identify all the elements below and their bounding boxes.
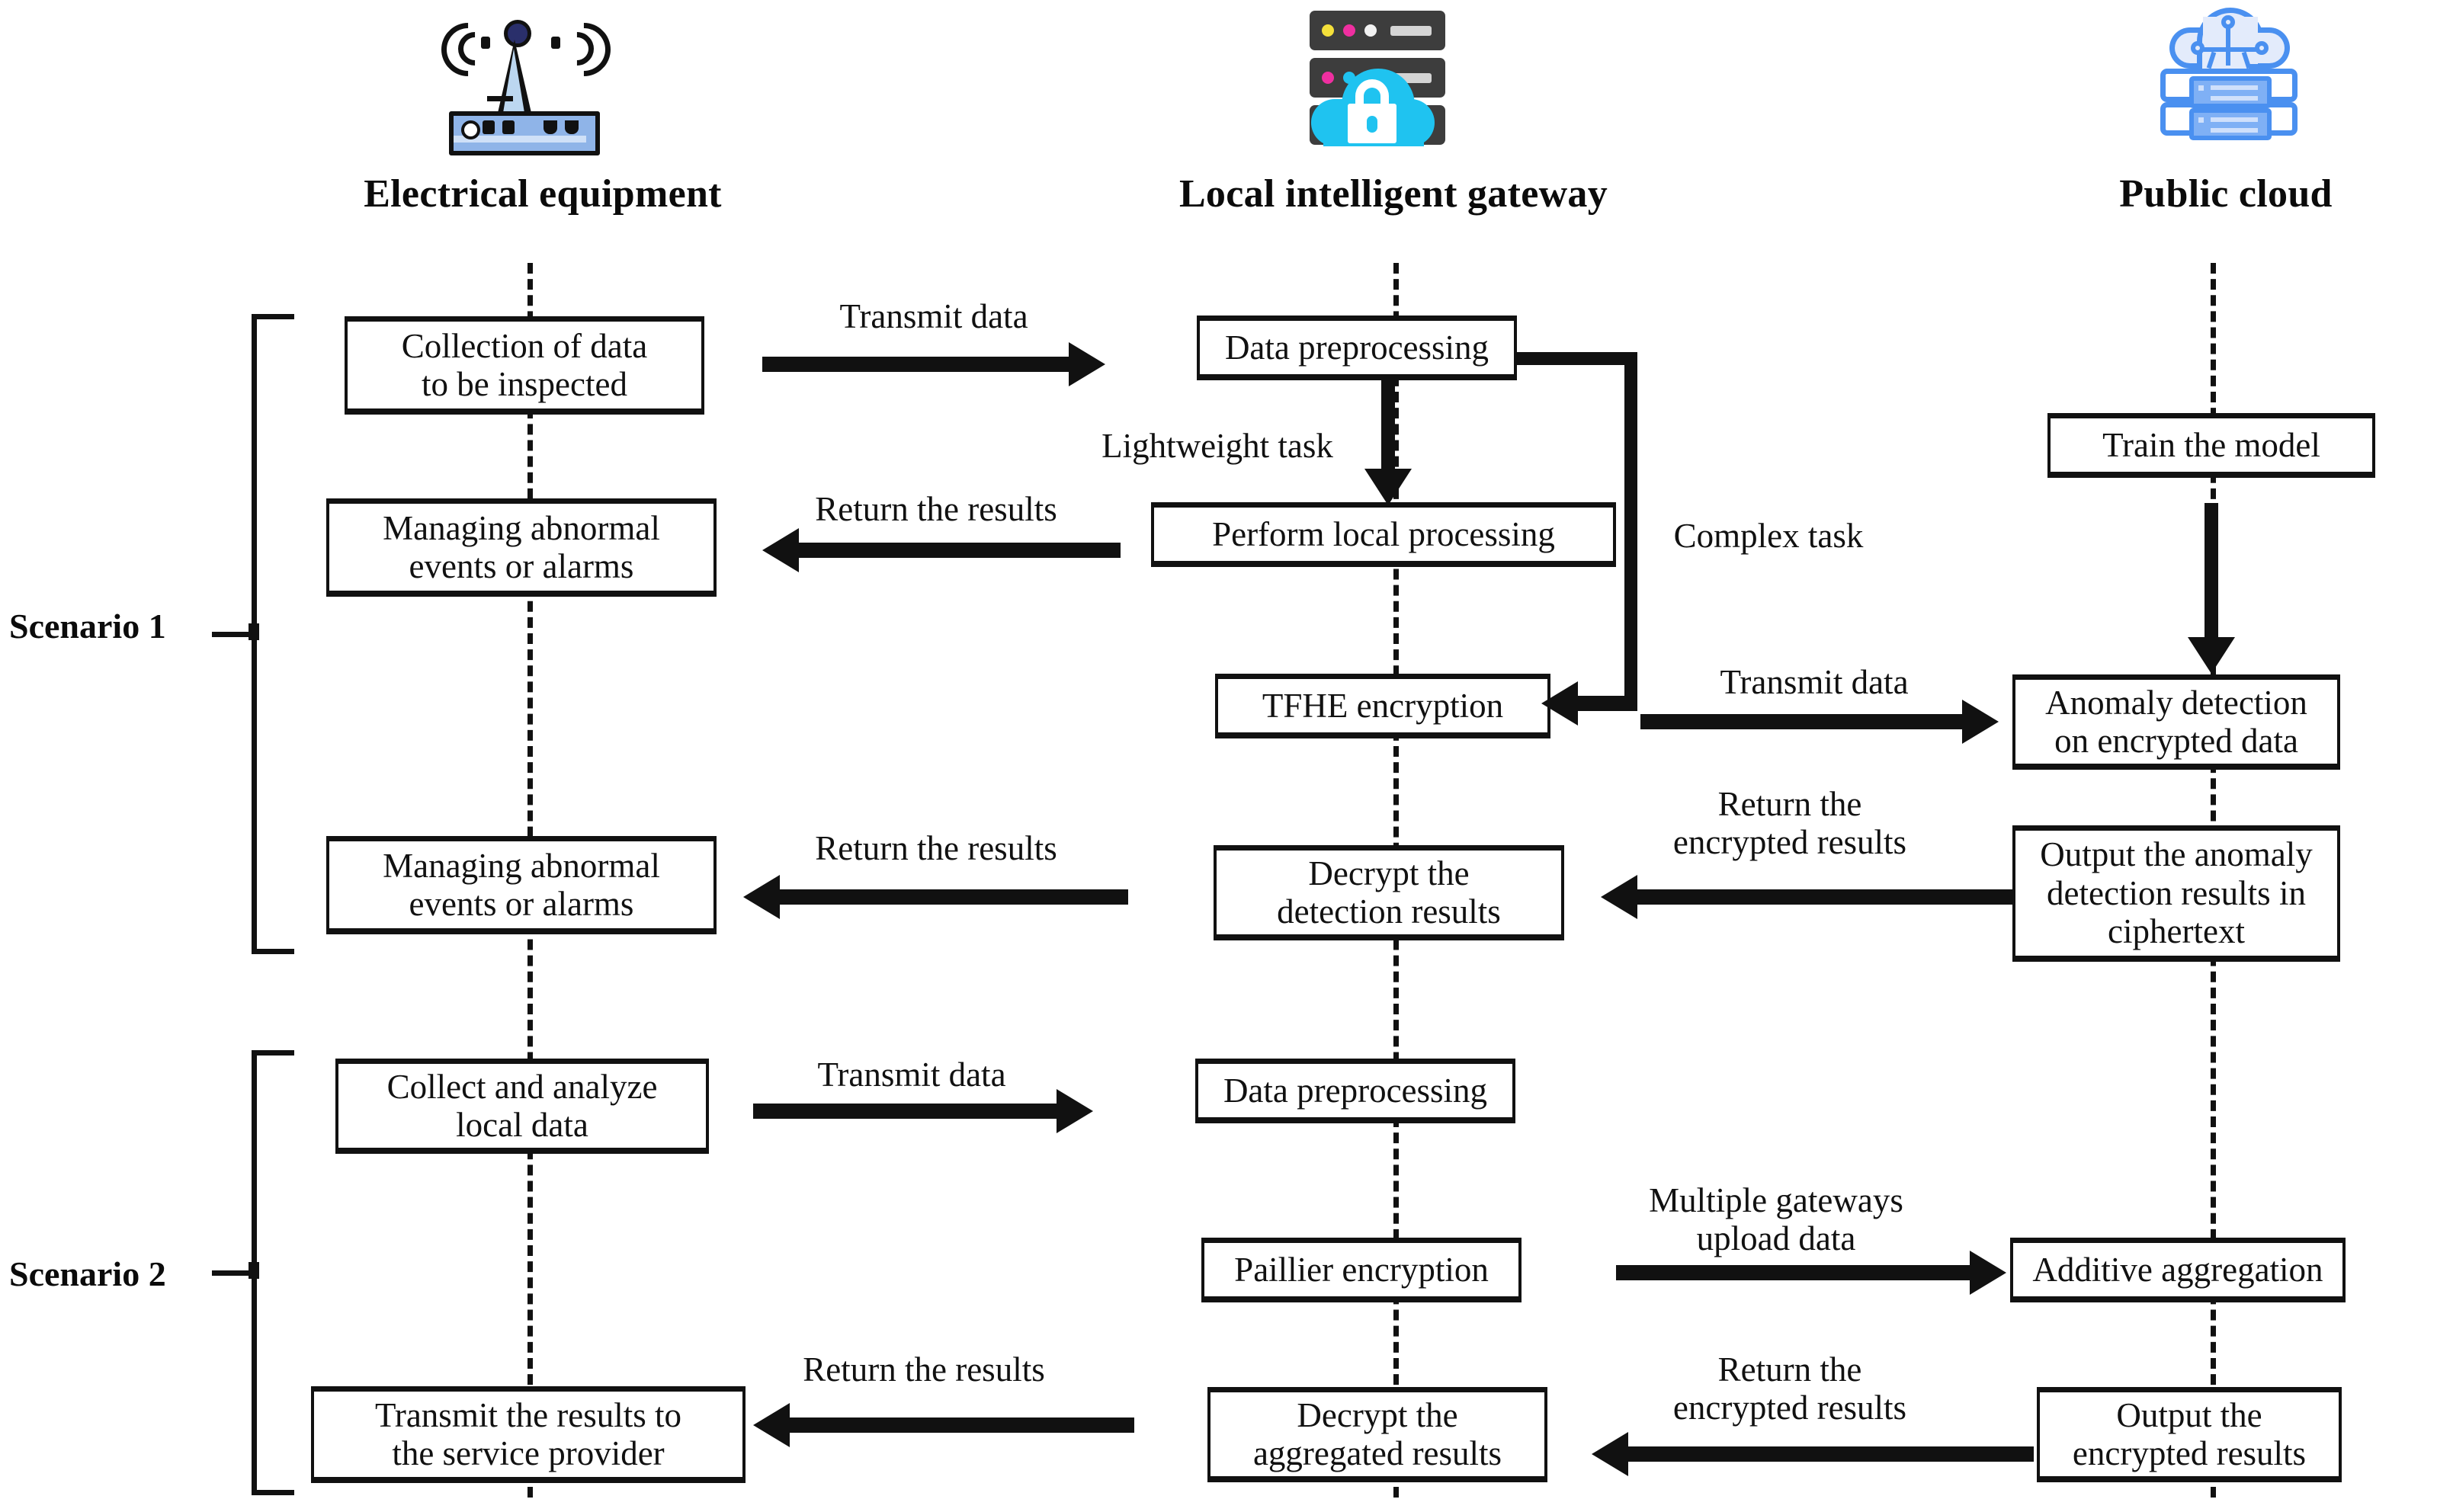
cloud-server-icon — [2156, 6, 2301, 155]
box-tfhe-encryption[interactable]: TFHE encryption — [1215, 676, 1550, 735]
box-line: Output the anomaly — [2040, 835, 2313, 874]
label-line: Return the — [1717, 1350, 1862, 1389]
box-line: Perform local processing — [1212, 514, 1555, 553]
complex-task-elbow-vertical — [1624, 352, 1637, 703]
scenario-1-label: Scenario 1 — [9, 607, 166, 645]
box-managing-alarms-1[interactable]: Managing abnormal events or alarms — [326, 501, 717, 594]
arrow-label-return-results-3: Return the results — [803, 1350, 1045, 1389]
arrow-label-lightweight-task: Lightweight task — [1101, 427, 1333, 465]
antenna-router-icon — [430, 6, 622, 155]
label-line: Multiple gateways — [1649, 1181, 1903, 1219]
column-title-local-intelligent-gateway: Local intelligent gateway — [1178, 172, 1608, 216]
box-collection-of-data[interactable]: Collection of data to be inspected — [345, 319, 704, 412]
server-cloud-lock-icon — [1296, 8, 1456, 152]
box-line: Anomaly detection — [2045, 683, 2307, 722]
box-line: events or alarms — [409, 547, 634, 585]
box-line: the service provider — [392, 1434, 665, 1472]
scenario-2-brace — [212, 1050, 297, 1495]
arrow-label-transmit-data-1: Transmit data — [839, 297, 1028, 335]
arrow-label-return-results-2: Return the results — [815, 829, 1057, 867]
box-data-preprocessing-2[interactable]: Data preprocessing — [1195, 1061, 1515, 1120]
box-line: Transmit the results to — [374, 1395, 682, 1434]
box-line: Data preprocessing — [1223, 1071, 1488, 1110]
box-line: to be inspected — [422, 365, 627, 403]
box-data-preprocessing-1[interactable]: Data preprocessing — [1197, 318, 1517, 377]
box-line: detection results — [1277, 892, 1501, 931]
box-line: Paillier encryption — [1234, 1250, 1489, 1289]
box-line: aggregated results — [1252, 1434, 1502, 1472]
box-line: Managing abnormal — [383, 508, 660, 547]
label-line: upload data — [1696, 1219, 1856, 1258]
box-decrypt-detection-results[interactable]: Decrypt the detection results — [1214, 847, 1564, 937]
box-line: events or alarms — [409, 885, 634, 923]
box-line: on encrypted data — [2054, 722, 2298, 760]
box-line: Decrypt the — [1297, 1395, 1458, 1434]
box-train-the-model[interactable]: Train the model — [2047, 415, 2375, 475]
label-line: encrypted results — [1672, 823, 1907, 862]
box-decrypt-aggregated-results[interactable]: Decrypt the aggregated results — [1207, 1389, 1547, 1479]
box-line: Collect and analyze — [386, 1067, 658, 1106]
box-line: Additive aggregation — [2032, 1250, 2323, 1289]
scenario-2-label: Scenario 2 — [9, 1254, 166, 1293]
box-line: Collection of data — [401, 326, 648, 365]
box-line: Managing abnormal — [383, 846, 660, 885]
column-title-public-cloud: Public cloud — [2119, 172, 2333, 216]
box-line: detection results in — [2047, 873, 2306, 912]
box-line: Decrypt the — [1308, 854, 1470, 892]
box-anomaly-detection[interactable]: Anomaly detection on encrypted data — [2012, 677, 2340, 767]
box-line: Data preprocessing — [1224, 328, 1489, 367]
arrow-label-return-results-1: Return the results — [815, 490, 1057, 528]
box-line: ciphertext — [2108, 912, 2245, 951]
scenario-1-brace — [212, 314, 297, 954]
arrow-label-complex-task: Complex task — [1673, 517, 1864, 555]
arrow-label-return-encrypted-2: Return the encrypted results — [1630, 1350, 1950, 1427]
box-output-encrypted-results[interactable]: Output the encrypted results — [2037, 1389, 2342, 1479]
box-additive-aggregation[interactable]: Additive aggregation — [2010, 1240, 2346, 1299]
box-managing-alarms-2[interactable]: Managing abnormal events or alarms — [326, 838, 717, 931]
box-line: TFHE encryption — [1262, 686, 1504, 725]
box-line: encrypted results — [2072, 1434, 2307, 1472]
complex-task-elbow-top — [1514, 352, 1637, 365]
box-output-anomaly-ciphertext[interactable]: Output the anomaly detection results in … — [2012, 828, 2340, 959]
box-line: Output the — [2116, 1395, 2262, 1434]
arrow-label-transmit-data-2: Transmit data — [1720, 663, 1909, 701]
label-line: encrypted results — [1672, 1389, 1907, 1427]
box-line: Train the model — [2102, 425, 2320, 464]
label-line: Return the — [1717, 785, 1862, 823]
column-title-electrical-equipment: Electrical equipment — [364, 172, 722, 216]
arrow-label-multiple-gateways: Multiple gateways upload data — [1597, 1181, 1955, 1258]
box-perform-local-processing[interactable]: Perform local processing — [1151, 505, 1616, 564]
box-collect-analyze-local-data[interactable]: Collect and analyze local data — [335, 1061, 709, 1151]
arrow-label-return-encrypted-1: Return the encrypted results — [1630, 785, 1950, 862]
box-transmit-results-service-provider[interactable]: Transmit the results to the service prov… — [311, 1389, 746, 1480]
box-line: local data — [456, 1106, 588, 1144]
box-paillier-encryption[interactable]: Paillier encryption — [1201, 1240, 1522, 1299]
arrow-label-transmit-data-3: Transmit data — [817, 1056, 1006, 1094]
